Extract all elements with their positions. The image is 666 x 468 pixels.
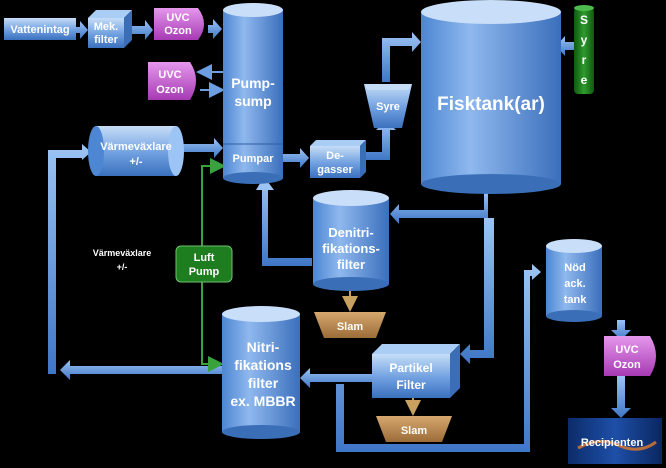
uvc3-label-2: Ozon: [613, 359, 641, 371]
syre-tube: S y r e: [574, 5, 594, 94]
recipienten-box: Recipienten: [568, 418, 662, 464]
fisktank-cylinder: Fisktank(ar): [421, 0, 561, 194]
slam-2: Slam: [376, 416, 452, 442]
uvc1-label-1: UVC: [166, 12, 189, 24]
varme-float-label-2: +/-: [117, 262, 128, 272]
vattenintag-box: Vattenintag: [4, 18, 76, 40]
luft-pump-label-2: Pump: [189, 266, 220, 278]
partikel-label-2: Filter: [396, 378, 426, 392]
pipe-degasser-to-syre: [366, 120, 396, 160]
uvc3-label-1: UVC: [615, 344, 638, 356]
vattenintag-label: Vattenintag: [10, 24, 69, 36]
varme-float-label-1: Värmeväxlare: [93, 248, 152, 258]
varmevaxlare-label-1: Värmeväxlare: [100, 141, 172, 153]
syre-tube-letter-2: y: [581, 33, 588, 47]
pumpsump-cylinder: Pump- sump Pumpar: [223, 3, 283, 184]
pipe-intake-to-mekfilter: [76, 21, 88, 39]
denitri-label-1: Denitri-: [328, 225, 374, 240]
pumpar-label: Pumpar: [233, 153, 275, 165]
pipe-denitri-to-pumpar: [256, 180, 312, 266]
pipe-fisktank-to-denitri: [390, 192, 488, 224]
uvc-ozon-2: UVC Ozon: [148, 62, 196, 100]
degasser-label-1: De-: [326, 150, 344, 162]
luft-pump-label-1: Luft: [194, 252, 215, 264]
syre-tube-letter-4: e: [581, 73, 588, 87]
degasser-label-2: gasser: [317, 164, 353, 176]
partikel-label-1: Partikel: [389, 361, 432, 375]
syre-cone: Syre: [364, 84, 412, 128]
nitri-cylinder: Nitri- fikations filter ex. MBBR: [222, 306, 300, 439]
degasser-box: De- gasser: [310, 140, 366, 178]
air-lines: [201, 158, 226, 372]
uvc-ozon-1: UVC Ozon: [154, 8, 204, 40]
varmevaxlare-cylinder: Värmeväxlare +/-: [88, 126, 184, 176]
pipe-partikel-to-nitri: [300, 368, 372, 388]
mek-filter-label-2: filter: [94, 34, 119, 46]
nitri-label-4: ex. MBBR: [230, 393, 295, 409]
mek-filter-box: Mek. filter: [88, 10, 132, 48]
uvc2-label-2: Ozon: [156, 84, 184, 96]
pipe-mekfilter-to-uvc: [128, 20, 153, 40]
slam1-label: Slam: [337, 321, 364, 333]
pipe-nodtank-to-uvc3: [611, 320, 631, 340]
varmevaxlare-label-2: +/-: [129, 156, 142, 168]
varmevaxlare-floating-label: Värmeväxlare +/-: [93, 248, 152, 272]
pipe-uvc-to-pumpsump: [208, 19, 222, 39]
uvc-ozon-3: UVC Ozon: [604, 336, 656, 376]
syre-tube-letter-3: r: [582, 53, 587, 67]
recipienten-label: Recipienten: [581, 437, 644, 449]
pipe-pumpar-to-degasser: [283, 148, 309, 168]
luft-pump: Luft Pump: [175, 245, 233, 283]
denitri-cylinder: Denitri- fikations- filter: [313, 190, 389, 291]
pumpsump-label-1: Pump-: [231, 75, 275, 91]
syre-tube-letter-1: S: [580, 13, 588, 27]
pumpsump-label-2: sump: [234, 93, 271, 109]
partikel-filter-box: Partikel Filter: [372, 344, 460, 398]
flow-pipes: [48, 19, 631, 452]
denitri-label-3: filter: [337, 257, 365, 272]
uvc1-label-2: Ozon: [164, 25, 192, 37]
pipe-denitri-to-pumpar-head: [256, 178, 274, 190]
nitri-label-1: Nitri-: [247, 339, 280, 355]
pipe-nitri-loop: [60, 360, 222, 380]
pipe-left-riser: [48, 144, 91, 374]
syre-cone-label: Syre: [376, 101, 400, 113]
pipe-uvc3-to-recip: [611, 376, 631, 418]
nod-tank-label-1: Nöd: [564, 262, 585, 274]
nod-tank-label-3: tank: [564, 294, 588, 306]
nod-tank-label-2: ack.: [564, 278, 585, 290]
uvc2-label-1: UVC: [158, 69, 181, 81]
nod-tank-cylinder: Nöd ack. tank: [546, 239, 602, 322]
mek-filter-label-1: Mek.: [94, 21, 118, 33]
pipe-syre-to-fisktank: [382, 32, 421, 82]
pipe-fisktank-to-partikel: [460, 218, 494, 364]
denitri-label-2: fikations-: [322, 241, 380, 256]
fisktank-label: Fisktank(ar): [437, 94, 545, 115]
slam-1: Slam: [314, 312, 386, 338]
slam2-label: Slam: [401, 425, 428, 437]
nitri-label-3: filter: [248, 375, 279, 391]
pipe-varme-to-pumpar: [180, 138, 223, 158]
nitri-label-2: fikations: [234, 357, 292, 373]
